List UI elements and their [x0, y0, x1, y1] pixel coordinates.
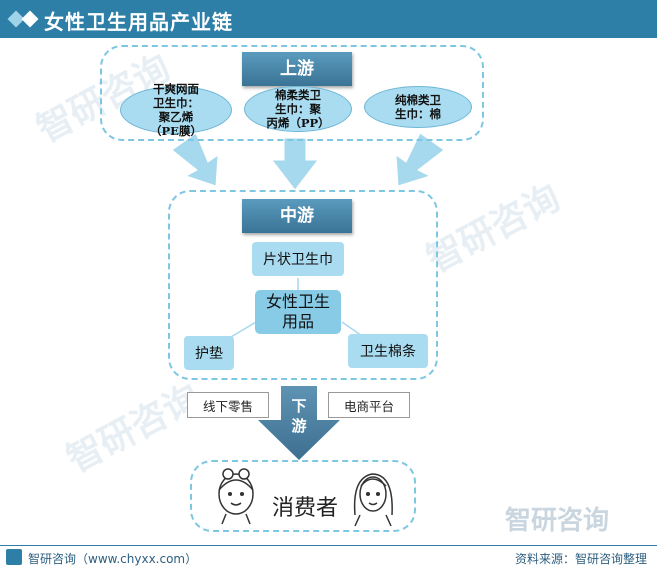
footer-source-site: 智研咨询（www.chyxx.com）: [28, 552, 198, 566]
downstream-title: 下 游: [291, 397, 307, 435]
consumer-label: 消费者: [272, 496, 339, 521]
female-face-icon: [218, 468, 254, 525]
product-tampon: 卫生棉条: [348, 334, 428, 368]
upstream-item-pe: 干爽网面 卫生巾： 聚乙烯 （PE膜）: [120, 82, 232, 138]
upstream-item-cotton: 纯棉类卫 生巾：棉: [364, 86, 472, 128]
product-center: 女性卫生 用品: [255, 290, 341, 334]
footer-data-source: 资料来源：智研咨询整理: [514, 552, 647, 566]
midstream-title: 中游: [242, 199, 352, 233]
downstream-arrow: [258, 386, 340, 460]
upstream-title: 上游: [242, 52, 352, 86]
arrow-down-icon: [270, 137, 320, 191]
header-bar: 女性卫生用品产业链: [0, 0, 657, 38]
arrow-down-icon: [395, 132, 445, 187]
midstream-container: [168, 190, 438, 380]
product-panty-liner: 护垫: [184, 336, 234, 370]
channel-offline-retail: 线下零售: [187, 392, 269, 418]
consumer-container: [190, 460, 416, 532]
connector-line: [341, 321, 363, 337]
female-face-icon: [353, 473, 393, 527]
channel-ecommerce: 电商平台: [328, 392, 410, 418]
upstream-container: [100, 45, 484, 141]
logo-icon: [6, 549, 22, 565]
arrow-down-icon: [171, 132, 219, 187]
footer-divider: [0, 545, 657, 546]
upstream-item-pp: 棉柔类卫 生巾：聚 丙烯（PP）: [244, 86, 352, 132]
product-sheet-pad: 片状卫生巾: [252, 242, 344, 276]
page-title: 女性卫生用品产业链: [44, 10, 233, 34]
watermark: 智研咨询: [505, 506, 610, 536]
